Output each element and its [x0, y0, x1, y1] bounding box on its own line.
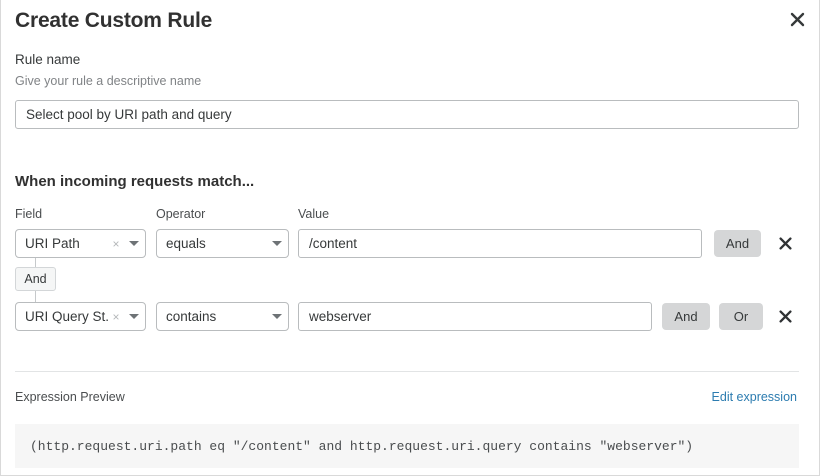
operator-select-value-row-2: contains: [166, 309, 217, 324]
connector-and-badge[interactable]: And: [15, 267, 56, 291]
rule-name-label: Rule name: [15, 52, 81, 67]
section-divider: [15, 371, 799, 372]
or-button-row-2[interactable]: Or: [719, 303, 763, 330]
rule-name-input[interactable]: [15, 100, 799, 129]
edit-expression-link[interactable]: Edit expression: [711, 390, 797, 404]
value-input-row-1[interactable]: [298, 229, 702, 258]
remove-condition-icon-row-1[interactable]: [774, 232, 796, 254]
expression-preview-code: (http.request.uri.path eq "/content" and…: [30, 438, 694, 454]
match-section-heading: When incoming requests match...: [15, 173, 255, 190]
field-select-row-2[interactable]: URI Query St... ×: [15, 302, 146, 331]
remove-condition-icon-row-2[interactable]: [774, 305, 796, 327]
operator-select-row-2[interactable]: contains: [156, 302, 289, 331]
dialog-title: Create Custom Rule: [15, 9, 213, 32]
close-icon[interactable]: [784, 6, 810, 32]
clear-icon-row-2[interactable]: ×: [112, 309, 120, 324]
clear-icon-row-1[interactable]: ×: [112, 236, 120, 251]
column-header-field: Field: [15, 207, 43, 221]
column-header-operator: Operator: [156, 207, 206, 221]
column-header-value: Value: [298, 207, 330, 221]
operator-select-value-row-1: equals: [166, 236, 206, 251]
chevron-down-icon-operator-row-2[interactable]: [266, 314, 288, 319]
expression-preview-box: (http.request.uri.path eq "/content" and…: [15, 424, 799, 468]
chevron-down-icon-field-row-1[interactable]: [123, 241, 145, 246]
field-select-value-row-2: URI Query St...: [25, 309, 109, 324]
field-select-value-row-1: URI Path: [25, 236, 80, 251]
expression-preview-label: Expression Preview: [15, 390, 125, 404]
and-button-row-2[interactable]: And: [662, 303, 710, 330]
value-input-row-2[interactable]: [298, 302, 652, 331]
and-button-row-1[interactable]: And: [714, 230, 761, 257]
rule-name-help-text: Give your rule a descriptive name: [15, 74, 202, 88]
operator-select-row-1[interactable]: equals: [156, 229, 289, 258]
chevron-down-icon-operator-row-1[interactable]: [266, 241, 288, 246]
field-select-row-1[interactable]: URI Path ×: [15, 229, 146, 258]
chevron-down-icon-field-row-2[interactable]: [123, 314, 145, 319]
